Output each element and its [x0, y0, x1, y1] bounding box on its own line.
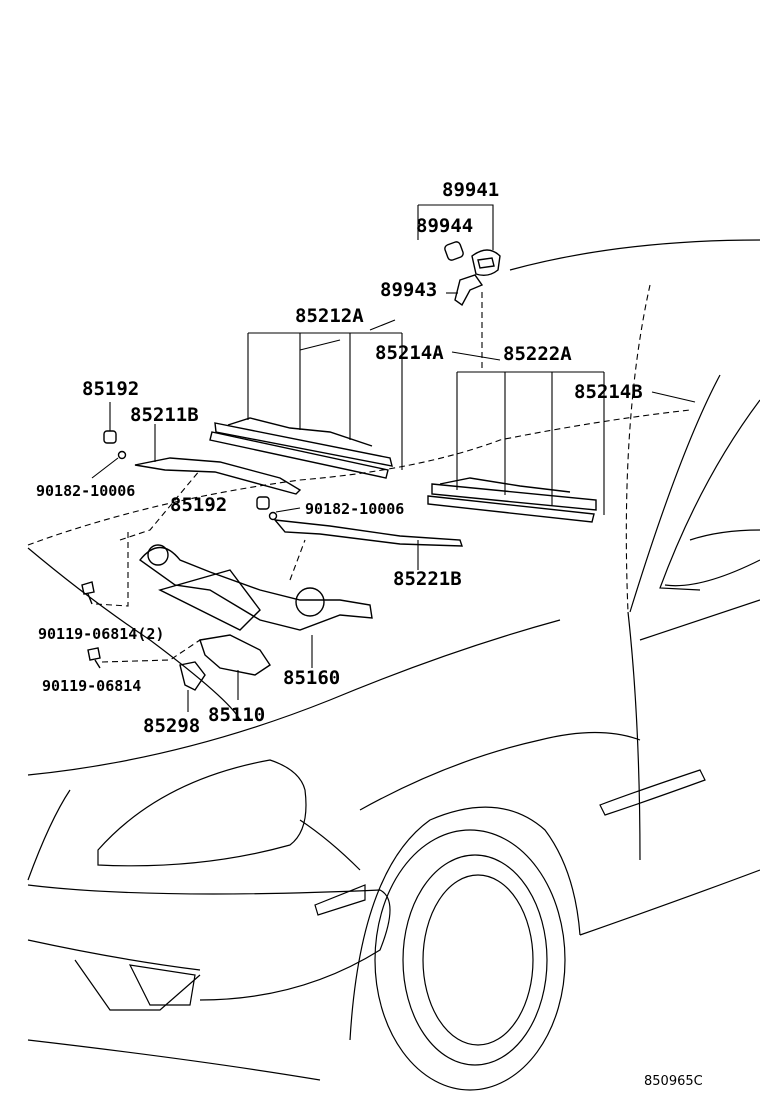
linkage-rod: [158, 569, 261, 631]
label-85192-top: 85192: [82, 378, 139, 400]
label-85110: 85110: [208, 704, 265, 726]
side-marker: [599, 769, 706, 816]
part-labels: 89941 89944 89943 85212A 85214A 85222A 8…: [36, 179, 703, 1089]
label-85192-mid: 85192: [170, 494, 227, 516]
nut-left: [117, 450, 127, 460]
fog-lamp: [128, 964, 196, 1006]
pivot-right: [295, 587, 325, 617]
blade-85214B-rubber: [431, 483, 597, 511]
blade-refill: [209, 431, 389, 479]
wheel-rim: [402, 854, 548, 1066]
headlight: [97, 759, 307, 867]
bumper-lower: [27, 939, 201, 971]
bumper-upper: [27, 789, 71, 881]
label-90182-right: 90182-10006: [305, 500, 404, 518]
blade-frame-right: [439, 477, 571, 493]
blade-85214A-rubber: [214, 422, 393, 467]
hood-left-edge: [27, 547, 241, 721]
label-85222A: 85222A: [503, 343, 572, 365]
bolt-90119-a: [81, 581, 95, 605]
leader-85214B: [651, 391, 696, 403]
hood-crease: [299, 819, 361, 871]
leader-85212A: [247, 332, 403, 470]
fog-lamp-left: [74, 959, 201, 1011]
mirror-top: [689, 529, 760, 541]
leader-85212A-tick: [369, 319, 396, 331]
grommet-85298: [179, 661, 206, 691]
belt-line: [639, 599, 760, 641]
label-85160: 85160: [283, 667, 340, 689]
nozzle-window: [477, 257, 495, 269]
cowl-line: [27, 409, 691, 546]
bolt-b-dash: [101, 639, 201, 663]
label-85211B: 85211B: [130, 404, 199, 426]
bumper-line: [27, 884, 391, 1001]
a-pillar-dashed: [625, 284, 651, 613]
a-pillar: [629, 374, 721, 613]
bumper-marker: [314, 884, 366, 916]
label-85212A: 85212A: [295, 305, 364, 327]
label-89943: 89943: [380, 279, 437, 301]
label-90182-left: 90182-10006: [36, 482, 135, 500]
cap-85192-mid: [256, 496, 270, 510]
leader-89941: [417, 204, 494, 250]
left-arm-group: [91, 402, 302, 495]
nozzle-89943: [454, 274, 484, 307]
label-85298: 85298: [143, 715, 200, 737]
diagram-reference-code: 850965C: [644, 1074, 703, 1089]
hood-line-2: [359, 731, 641, 811]
rocker-line: [579, 869, 760, 936]
wheel-arch: [349, 806, 581, 1041]
label-89944: 89944: [416, 215, 473, 237]
blade-frame: [227, 417, 373, 447]
label-85221B: 85221B: [393, 568, 462, 590]
label-90119-b: 90119-06814: [42, 677, 141, 695]
tire-outer: [374, 829, 566, 1091]
door-front-edge: [627, 611, 641, 861]
wiper-linkage-85160: [138, 546, 373, 631]
nozzle-housing: [471, 249, 501, 277]
leader-90182-right: [275, 507, 301, 513]
wiper-arm-85211B: [134, 457, 302, 495]
right-blade-group: [427, 351, 696, 523]
label-85214A: 85214A: [375, 342, 444, 364]
leader-85222A: [456, 371, 605, 515]
side-window-edge: [659, 399, 760, 591]
roof-line: [509, 239, 760, 271]
bolt-a-dash: [95, 530, 129, 607]
wiper-arm-85221B: [273, 519, 463, 547]
right-arm-group: [256, 496, 463, 570]
hood-front-edge: [27, 619, 561, 776]
blade-refill-right: [427, 495, 595, 523]
bolt-90119-b: [87, 647, 101, 669]
cap-89944: [444, 241, 464, 261]
label-90119-a: 90119-06814(2): [38, 625, 164, 643]
left-blade-group: [209, 319, 403, 479]
linkage-group: [81, 469, 373, 712]
wiper-motor-85110: [199, 634, 271, 676]
arm-dash-left: [119, 469, 201, 541]
label-89941: 89941: [442, 179, 499, 201]
pivot-left: [147, 544, 169, 566]
cap-85192-top: [103, 430, 117, 444]
lower-valance: [27, 1039, 321, 1081]
label-85214B: 85214B: [574, 381, 643, 403]
nut-right: [268, 511, 278, 521]
leader-90182-left: [91, 457, 119, 479]
arm-dash-right: [289, 539, 306, 581]
blade-glint: [299, 339, 341, 351]
car-body-outline: [27, 239, 760, 1091]
mirror-bottom: [664, 559, 760, 587]
leader-85214A: [451, 351, 501, 361]
wheel-inner: [422, 874, 534, 1046]
